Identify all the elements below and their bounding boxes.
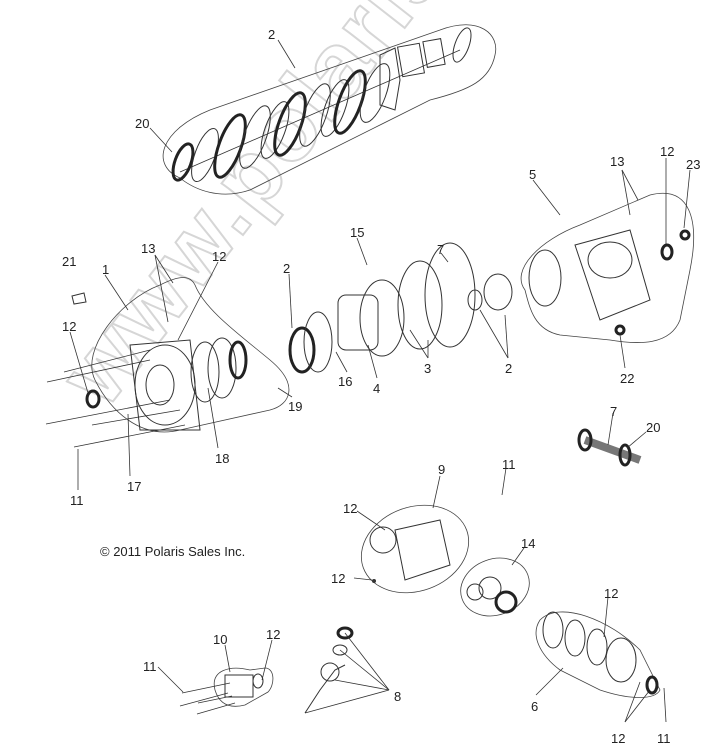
callout-16: 16 (338, 374, 353, 389)
callout-15: 15 (350, 225, 365, 240)
main-housing-assembly (520, 158, 694, 369)
callout-2-top: 2 (268, 27, 276, 42)
callout-21: 21 (62, 254, 77, 269)
callout-11-bottom-right: 11 (657, 731, 671, 746)
callout-7-right: 7 (610, 404, 618, 419)
callout-11-bottom: 11 (143, 659, 157, 674)
callout-19: 19 (288, 399, 303, 414)
front-housing-assembly (45, 254, 293, 490)
callout-20-top: 20 (135, 116, 150, 131)
callout-12-left-top: 12 (212, 249, 227, 264)
callout-13-left: 13 (141, 241, 156, 256)
callout-12-bottom-right: 12 (611, 731, 626, 746)
callout-22: 22 (620, 371, 635, 386)
callout-14: 14 (521, 536, 536, 551)
callout-8: 8 (394, 689, 402, 704)
rear-cover-assembly (535, 596, 667, 723)
output-housing-assembly (353, 467, 507, 594)
callout-3: 3 (424, 361, 432, 376)
callout-12-mid: 12 (343, 501, 358, 516)
callout-13-right: 13 (610, 154, 625, 169)
bearing-seal-kit (460, 547, 530, 617)
callout-4: 4 (373, 381, 381, 396)
callout-6: 6 (531, 699, 539, 714)
callout-12-right-mid: 12 (604, 586, 619, 601)
differential-assembly (288, 237, 513, 379)
clutch-pack-assembly (149, 24, 497, 195)
callout-7-mid: 7 (437, 242, 445, 257)
callout-11-mid: 11 (502, 457, 516, 472)
callout-23: 23 (686, 157, 701, 172)
callout-12-mid-low: 12 (331, 571, 346, 586)
callout-10: 10 (213, 632, 228, 647)
callout-17: 17 (127, 479, 142, 494)
callout-11-left: 11 (70, 493, 84, 508)
callout-5: 5 (529, 167, 537, 182)
callout-12-left: 12 (62, 319, 77, 334)
callout-2-right: 2 (505, 361, 513, 376)
shift-actuator-assembly (157, 626, 390, 715)
callout-18: 18 (215, 451, 230, 466)
callout-12-bottom: 12 (266, 627, 281, 642)
callout-2-mid: 2 (283, 261, 291, 276)
callout-12-right-top: 12 (660, 144, 675, 159)
callout-20-right: 20 (646, 420, 661, 435)
callout-1: 1 (102, 262, 110, 277)
pinion-shaft (577, 412, 647, 467)
callout-9: 9 (438, 462, 446, 477)
copyright-notice: © 2011 Polaris Sales Inc. (100, 544, 246, 559)
